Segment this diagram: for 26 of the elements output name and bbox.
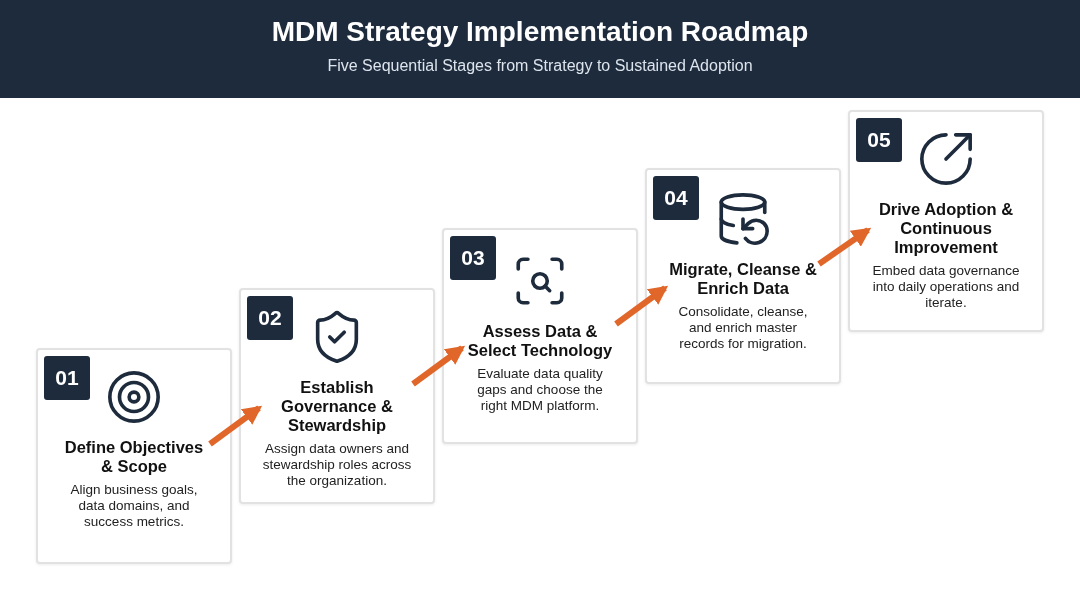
title: MDM Strategy Implementation Roadmap: [270, 16, 810, 48]
stage-title: Assess Data & Select Technology: [466, 322, 614, 360]
stage-description: Embed data governance into daily operations and iterate.: [871, 262, 1021, 312]
arrow: [614, 285, 669, 327]
stage-title: Define Objectives & Scope: [63, 438, 205, 476]
arrow: [411, 345, 466, 387]
stage-title: Drive Adoption & Continuous Improvement: [877, 200, 1015, 257]
step-number: 02: [247, 296, 293, 340]
stage-title: Establish Governance & Stewardship: [280, 378, 394, 435]
stage-description: Assign data owners and stewardship roles across the organization.: [261, 440, 413, 490]
stage-description: Consolidate, cleanse, and enrich master records for migration.: [677, 303, 809, 353]
stage-description: Evaluate data quality gaps and choose the right MDM platform.: [476, 365, 604, 415]
stage-card: [239, 288, 435, 504]
stage-card: [36, 348, 232, 564]
stage-card: [442, 228, 638, 444]
stage-description: Align business goals, data domains, and success metrics.: [69, 481, 199, 531]
step-number: 05: [856, 118, 902, 162]
step-number: 01: [44, 356, 90, 400]
stage-card: [848, 110, 1044, 332]
step-number: 04: [653, 176, 699, 220]
subtitle: Five Sequential Stages from Strategy to Sustained Adoption: [326, 57, 754, 75]
step-number: 03: [450, 236, 496, 280]
stage-title: Migrate, Cleanse & Enrich Data: [668, 260, 818, 298]
arrow: [208, 405, 263, 447]
arrow: [817, 227, 872, 267]
stage-card: [645, 168, 841, 384]
